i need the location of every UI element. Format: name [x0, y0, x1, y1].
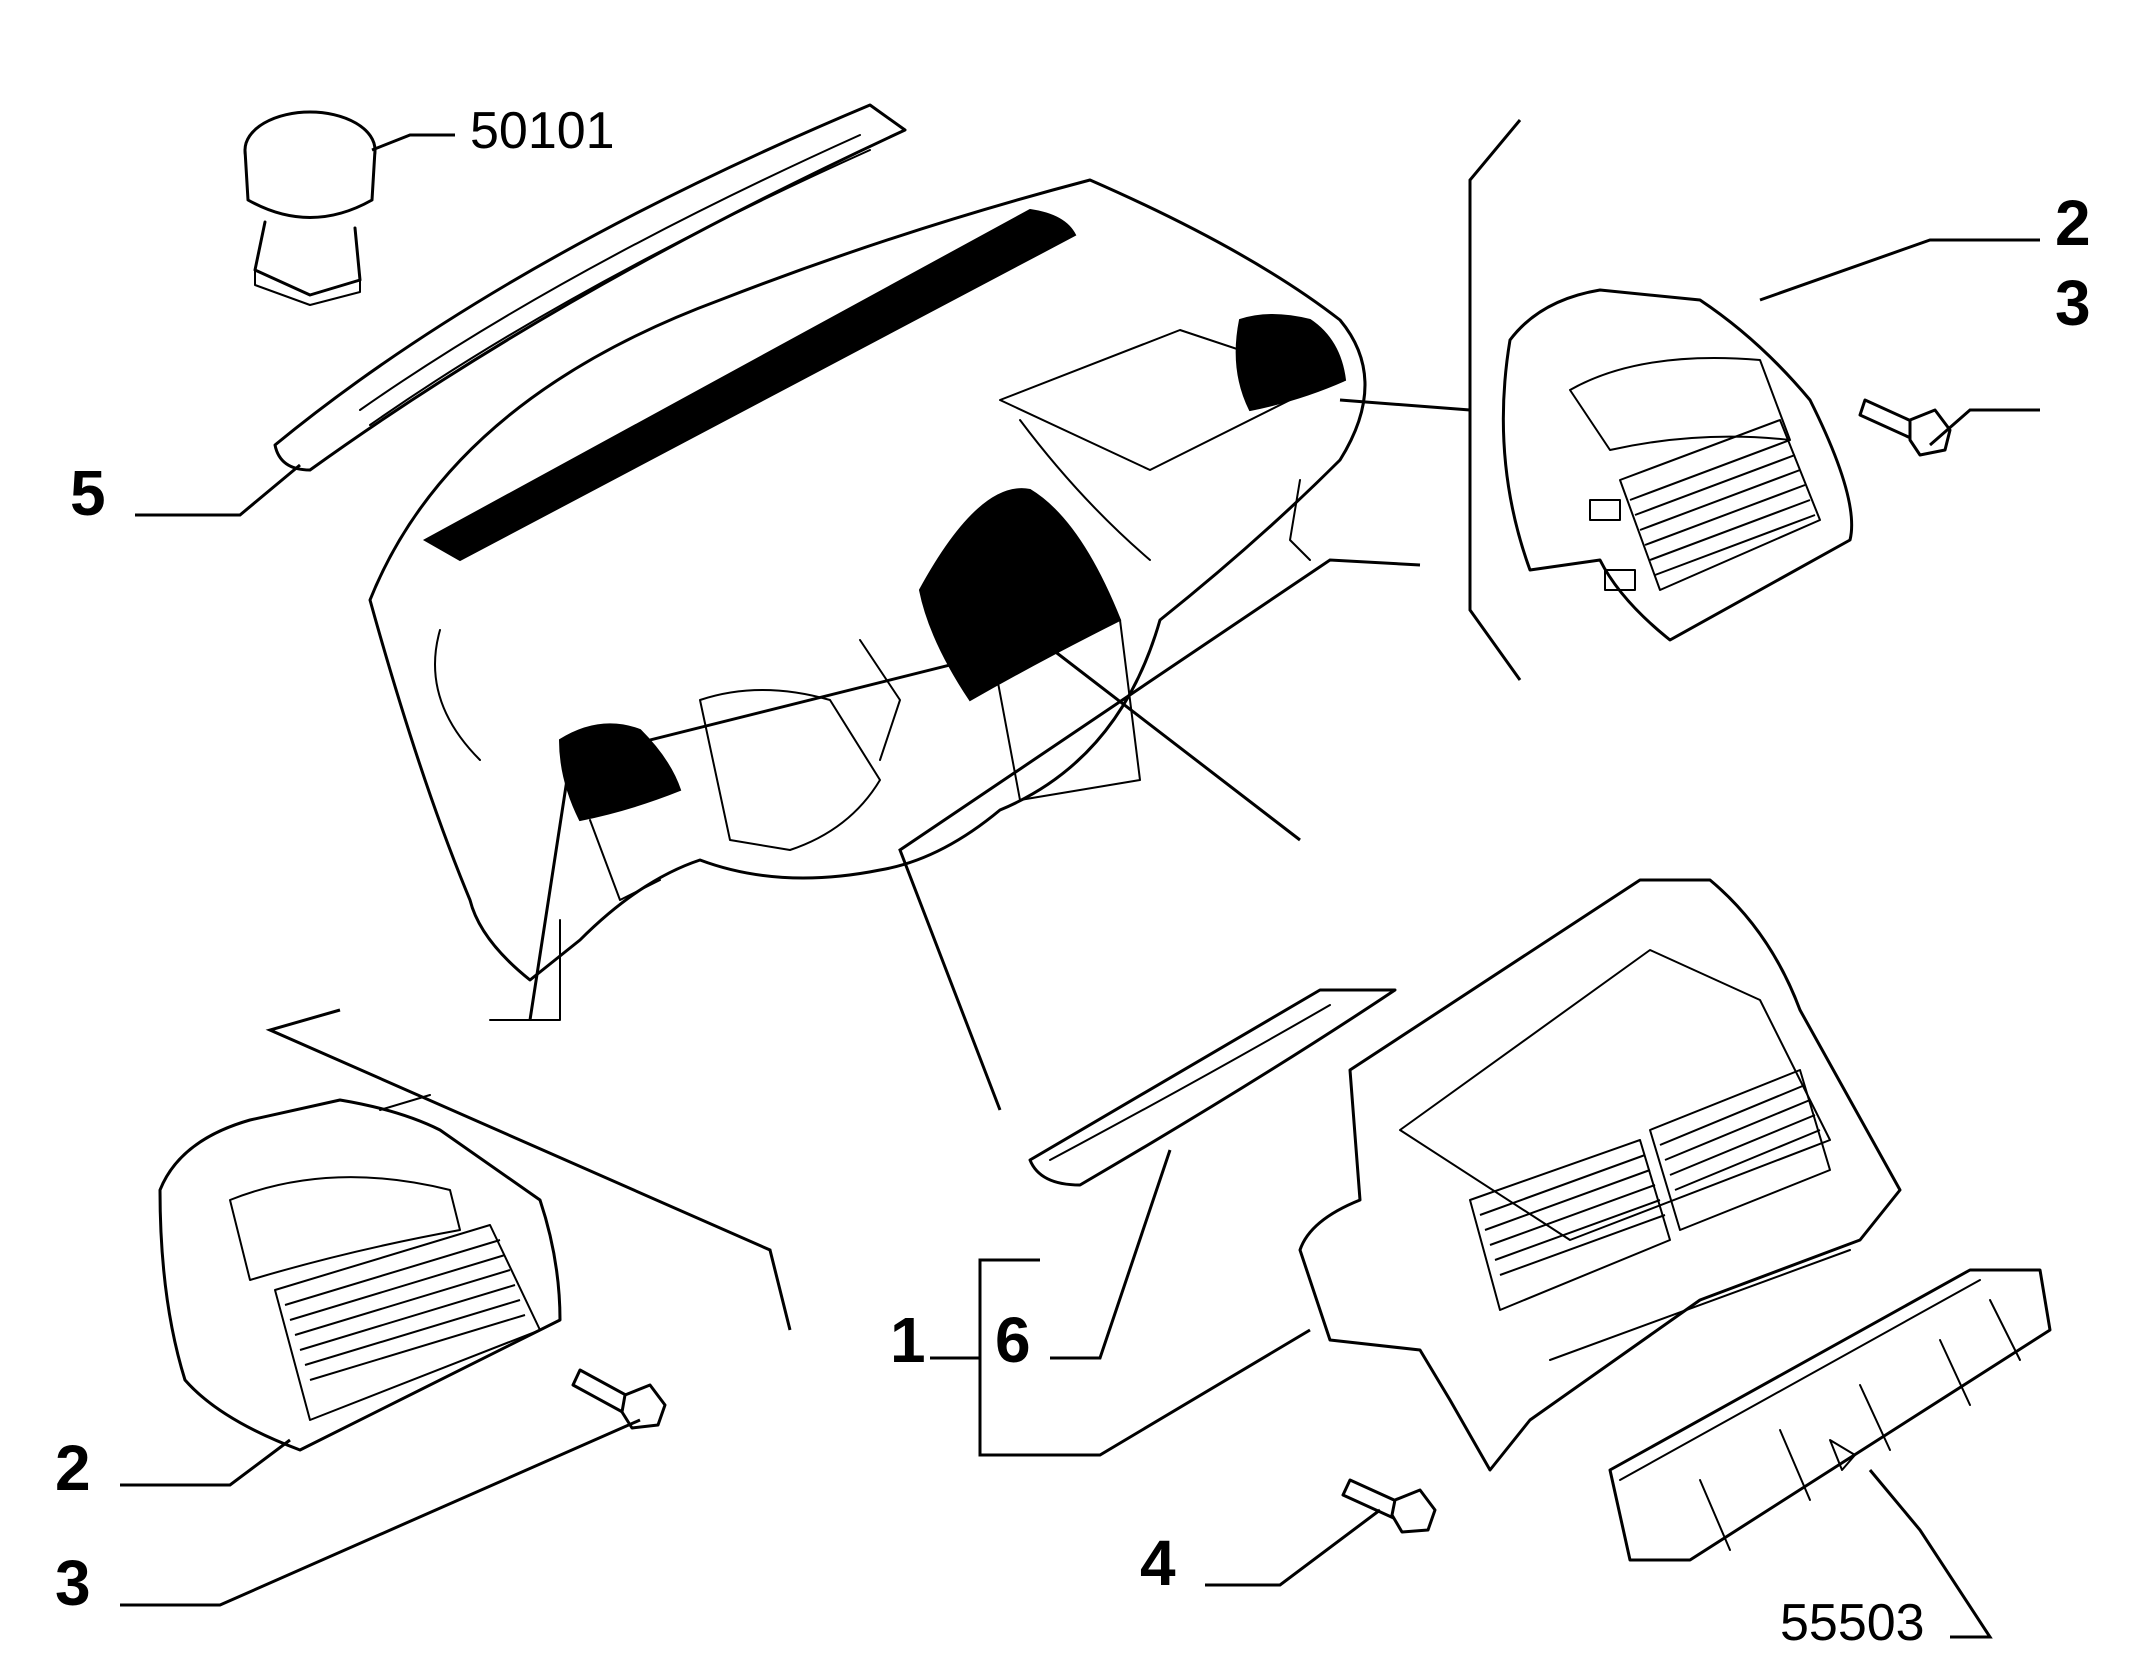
- windshield-strip-shadow: [422, 208, 1077, 562]
- callout-3-right: 3: [2055, 267, 2091, 339]
- part-2-left-vent: [158, 1094, 562, 1452]
- leader-lines: [120, 119, 2040, 1639]
- center-vent-opening: [918, 488, 1122, 702]
- dashboard-assembly: [368, 178, 1367, 1021]
- left-vent-opening: [558, 723, 682, 822]
- callout-3-left: 3: [55, 1547, 91, 1619]
- callout-50101: 50101: [470, 102, 615, 160]
- right-vent-opening: [1235, 314, 1347, 412]
- part-2-right-vent: [1501, 288, 1854, 642]
- callout-5: 5: [70, 457, 106, 529]
- callout-55503: 55503: [1780, 1594, 1925, 1652]
- part-3-left-screw: [571, 1368, 667, 1430]
- part-3-right-screw: [1858, 398, 1952, 457]
- part-6-trim-insert: [1028, 988, 1397, 1187]
- part-5-trim-strip: [273, 103, 907, 472]
- part-50101-clip: [243, 110, 377, 306]
- part-55503-switch-panel: [1608, 1268, 2052, 1562]
- part-4-screw: [1341, 1478, 1437, 1534]
- callout-2-left: 2: [55, 1432, 91, 1504]
- callout-4: 4: [1140, 1527, 1176, 1599]
- callout-1: 1: [890, 1304, 926, 1376]
- callout-2-right: 2: [2055, 187, 2091, 259]
- part-1-center-bezel: [1298, 878, 1902, 1472]
- callout-labels: 50101 5 2 3 2 3 1 6 4 55503: [55, 102, 2091, 1652]
- callout-6: 6: [995, 1304, 1031, 1376]
